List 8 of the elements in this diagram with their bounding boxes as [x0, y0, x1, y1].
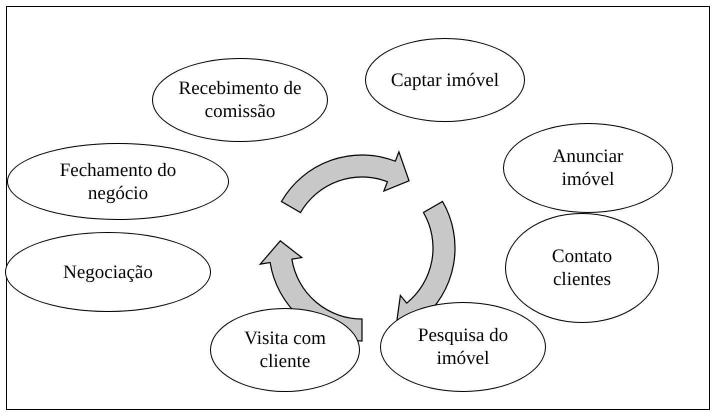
- step-label: Anunciar imóvel: [552, 145, 624, 191]
- step-label: Contato clientes: [550, 245, 614, 291]
- step-label: Visita com cliente: [243, 327, 327, 373]
- step-label: Captar imóvel: [390, 68, 500, 92]
- step-label: Pesquisa do imóvel: [416, 324, 510, 370]
- step-label: Recebimento de comissão: [178, 77, 302, 123]
- step-label: Fechamento do negócio: [58, 158, 178, 204]
- step-label: Negociação: [63, 260, 153, 284]
